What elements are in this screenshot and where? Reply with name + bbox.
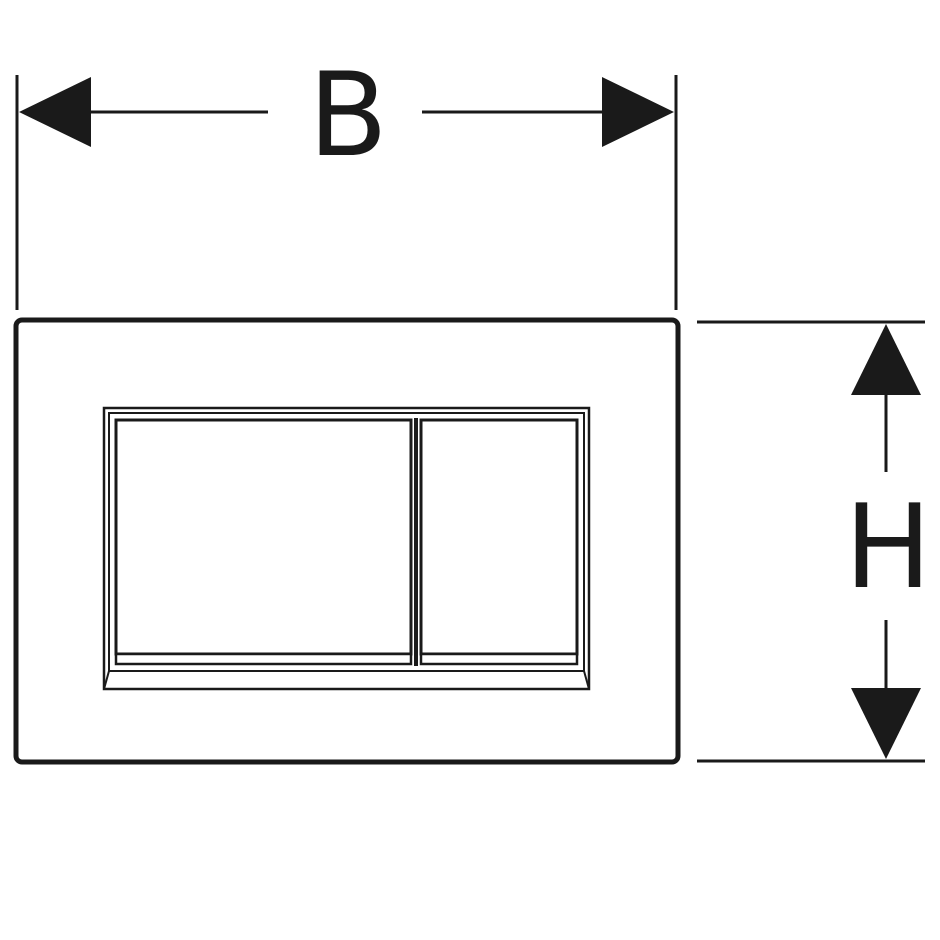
width-arrow-right-icon [602, 77, 674, 147]
large-flush-button[interactable] [114, 418, 413, 666]
small-flush-button[interactable] [419, 418, 579, 666]
width-dimension: B [15, 48, 678, 310]
width-label: B [308, 48, 388, 183]
small-flush-button-face[interactable] [419, 418, 579, 656]
flush-plate [13, 317, 681, 765]
height-arrow-down-icon [851, 688, 921, 759]
small-flush-button-base [419, 652, 579, 666]
height-arrow-up-icon [851, 324, 921, 395]
bezel-bevel-line-right [583, 670, 590, 690]
height-dimension: H [697, 320, 932, 763]
height-label: H [844, 480, 931, 615]
width-arrow-left-icon [19, 77, 91, 147]
large-flush-button-base [114, 652, 413, 666]
large-flush-button-face[interactable] [114, 418, 413, 656]
bezel-bevel-line-left [103, 670, 110, 690]
